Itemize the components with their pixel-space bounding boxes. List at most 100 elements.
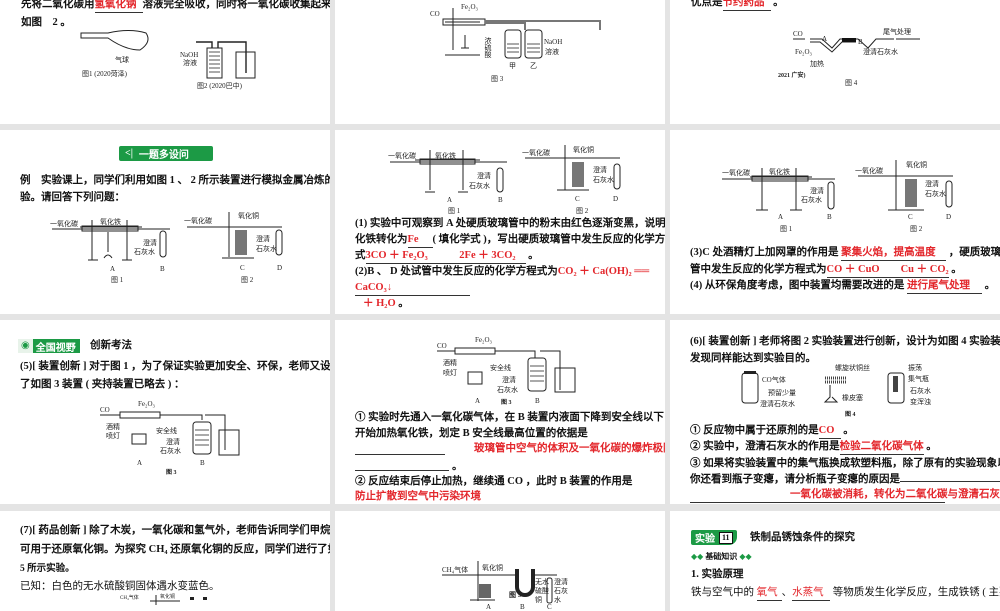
figures-1-2: 一氧化碳 氧化铁 澄清 石灰水 A B 图 1 一氧化碳 氧化铜 澄清 石灰水 … <box>388 145 621 215</box>
svg-text:澄清: 澄清 <box>810 186 824 195</box>
svg-text:NaOH: NaOH <box>544 38 562 46</box>
slide-5[interactable]: 一氧化碳 氧化铁 澄清 石灰水 A B 图 1 一氧化碳 氧化铜 澄清 石灰水 … <box>335 130 665 314</box>
figures-1-2: 一氧化碳 氧化铁 澄清 石灰水 A B 图 1 一氧化碳 氧化铜 澄清 石灰水 … <box>722 160 953 233</box>
figure-3-apparatus: CO Fe₂O₃ 浓硫酸 甲 乙 NaOH 溶液 图 3 <box>430 3 601 83</box>
svg-text:图 2: 图 2 <box>241 276 254 284</box>
svg-text:喷灯: 喷灯 <box>443 368 457 377</box>
section-badge: <|一题多设问 <box>119 146 213 161</box>
svg-text:橡皮塞: 橡皮塞 <box>842 393 863 402</box>
section-title: 创新考法 <box>90 340 132 351</box>
figure-5-partial: CH₄气体 氧化铜 <box>120 593 207 605</box>
svg-text:一氧化碳: 一氧化碳 <box>722 168 750 177</box>
svg-text:A: A <box>137 459 142 467</box>
text-line: 如图 2 。 <box>21 17 71 28</box>
svg-text:甲: 甲 <box>509 62 516 70</box>
answer-blank <box>690 502 945 503</box>
answer-text: 玻璃管中空气的体积及一氧化碳的爆炸极限 <box>474 443 665 454</box>
svg-text:一氧化碳: 一氧化碳 <box>522 148 550 157</box>
svg-text:CO气体: CO气体 <box>762 375 786 384</box>
eye-icon: ◉ <box>18 339 33 353</box>
svg-text:石灰水: 石灰水 <box>925 189 946 198</box>
svg-text:C: C <box>575 195 580 203</box>
slide-3[interactable]: 优点是节约药品 。 CO A B 尾气处理 Fe₂O₃ 澄清石灰水 加热 202… <box>670 0 1000 124</box>
svg-text:图1 (2020菏泽): 图1 (2020菏泽) <box>82 69 128 78</box>
question-7-line3: 5 所示实验。 <box>20 564 75 574</box>
svg-text:Fe₂O₃: Fe₂O₃ <box>138 400 155 408</box>
svg-text:CO: CO <box>437 342 447 350</box>
question-2: (2)B 、 D 处试管中发生反应的化学方程式为CO₂ ＋ Ca(OH)₂ ══ <box>355 266 650 277</box>
section-heading: 1. 实验原理 <box>691 569 744 580</box>
question-1: (1) 实验中可观察到 A 处硬质玻璃管中的粉末由红色逐渐变黑，说明氧 <box>355 218 665 229</box>
svg-text:图 3: 图 3 <box>166 468 177 476</box>
svg-text:石灰: 石灰 <box>554 586 568 595</box>
svg-text:CO: CO <box>430 10 440 18</box>
svg-text:无水: 无水 <box>535 577 549 586</box>
svg-text:B: B <box>498 196 503 204</box>
text-line: 优点是节约药品 。 <box>691 0 784 11</box>
svg-text:振荡: 振荡 <box>908 363 922 372</box>
slide-12[interactable]: 实验 11 铁制品锈蚀条件的探究 ◆◆ 基础知识 ◆◆ 1. 实验原理 铁与空气… <box>670 511 1000 611</box>
svg-text:图2 (2020巴中): 图2 (2020巴中) <box>197 81 243 90</box>
share-icon: <| <box>125 148 133 159</box>
svg-text:A: A <box>486 603 491 611</box>
svg-text:2021 广安): 2021 广安) <box>778 71 806 79</box>
figure-balloon: 气球 图1 (2020菏泽) NaOH 溶液 图2 (2020巴中) <box>80 30 256 90</box>
svg-text:石灰水: 石灰水 <box>160 446 181 455</box>
svg-text:澄清: 澄清 <box>925 179 939 188</box>
svg-text:一氧化碳: 一氧化碳 <box>184 216 212 225</box>
svg-text:氧化铜: 氧化铜 <box>573 145 594 154</box>
svg-text:B: B <box>200 459 205 467</box>
figure-3-apparatus: CO Fe₂O₃ 酒精 喷灯 安全线 澄清 石灰水 A B 图 3 <box>437 336 576 406</box>
slide-8[interactable]: CO Fe₂O₃ 酒精 喷灯 安全线 澄清 石灰水 A B 图 3 ① 实验时先… <box>335 320 665 504</box>
svg-text:浓硫酸: 浓硫酸 <box>484 36 492 59</box>
slide-10[interactable]: (7)[ 药品创新 ] 除了木炭，一氧化碳和氢气外，老师告诉同学们甲烷也 可用于… <box>0 511 330 611</box>
svg-text:加热: 加热 <box>810 59 824 68</box>
svg-text:NaOH: NaOH <box>180 51 198 59</box>
svg-text:硫酸: 硫酸 <box>535 586 549 595</box>
svg-text:一氧化碳: 一氧化碳 <box>388 151 416 160</box>
basic-knowledge-heading: ◆◆ 基础知识 ◆◆ <box>691 552 752 561</box>
principle-text: 铁与空气中的 氧气、水蒸气 等物质发生化学反应，生成铁锈 ( 主要 <box>691 586 1000 601</box>
svg-text:图 1: 图 1 <box>780 225 793 233</box>
svg-text:一氧化碳: 一氧化碳 <box>855 166 883 175</box>
svg-text:Fe₂O₃: Fe₂O₃ <box>475 336 492 344</box>
svg-text:溶液: 溶液 <box>545 47 559 56</box>
svg-text:氧化铁: 氧化铁 <box>435 151 456 160</box>
svg-text:螺旋状铜丝: 螺旋状铜丝 <box>835 363 870 372</box>
slide-9[interactable]: (6)[ 装置创新 ] 老师将图 2 实验装置进行创新，设计为如图 4 实验装置… <box>670 320 1000 504</box>
question-4: (4) 从环保角度考虑，图中装置均需要改进的是 进行尾气处理 。 <box>690 279 995 294</box>
slide-4[interactable]: <|一题多设问 例 实验课上，同学们利用如图 1 、 2 所示装置进行模拟金属冶… <box>0 130 330 314</box>
answer-blank <box>355 470 449 471</box>
svg-text:安全线: 安全线 <box>156 426 177 435</box>
svg-text:集气瓶: 集气瓶 <box>908 374 929 383</box>
slide-7[interactable]: ◉全国视野 创新考法 (5)[ 装置创新 ] 对于图 1 ，为了保证实验更加安全… <box>0 320 330 504</box>
svg-text:气球: 气球 <box>115 55 129 64</box>
question-5-2: ② 反应结束后停止加热，继续通 CO ，此时 B 装置的作用是 <box>355 476 633 487</box>
figure-4-apparatus: CO A B 尾气处理 Fe₂O₃ 澄清石灰水 加热 2021 广安) 图 4 <box>778 27 920 87</box>
slide-6[interactable]: 一氧化碳 氧化铁 澄清 石灰水 A B 图 1 一氧化碳 氧化铜 澄清 石灰水 … <box>670 130 1000 314</box>
svg-text:图 1: 图 1 <box>448 207 461 215</box>
svg-text:澄清: 澄清 <box>143 238 157 247</box>
svg-text:澄清石灰水: 澄清石灰水 <box>863 47 898 56</box>
svg-text:石灰水: 石灰水 <box>256 244 277 253</box>
question-5-line2: 了如图 3 装置 ( 夹持装置已略去 ) ： <box>20 379 185 390</box>
slide-2[interactable]: CO Fe₂O₃ 浓硫酸 甲 乙 NaOH 溶液 图 3 <box>335 0 665 124</box>
svg-text:A: A <box>778 213 783 221</box>
question-6: (6)[ 装置创新 ] 老师将图 2 实验装置进行创新，设计为如图 4 实验装置… <box>690 336 1000 347</box>
svg-text:C: C <box>547 603 552 611</box>
svg-text:石灰水: 石灰水 <box>593 175 614 184</box>
svg-text:溶液: 溶液 <box>183 58 197 67</box>
question-6-line2: 发现同样能达到实验目的。 <box>690 353 816 364</box>
question-5-2-answer: 防止扩散到空气中污染环境 <box>355 490 481 504</box>
slide-11[interactable]: CH₄气体 氧化铜 无水 硫酸 铜 澄清 石灰 水 图 5 A B C <box>335 511 665 611</box>
svg-text:图 4: 图 4 <box>845 410 856 418</box>
svg-text:石灰水: 石灰水 <box>801 195 822 204</box>
answer-part-1: 防止扩散到空 <box>355 491 418 502</box>
svg-text:Fe₂O₃: Fe₂O₃ <box>795 48 812 56</box>
question-7-line2: 可用于还原氧化铜。为探究 CH₄ 还原氧化铜的反应，同学们进行了如图 <box>20 544 330 555</box>
slide-1[interactable]: 先将二氧化碳用氢氧化钠溶液完全吸收，同时将一氧化碳收集起来， 如图 2 。 气球… <box>0 0 330 124</box>
svg-text:D: D <box>946 213 951 221</box>
question-6-2: ② 实验中，澄清石灰水的作用是检验二氧化碳气体 。 <box>690 440 937 455</box>
svg-text:乙: 乙 <box>530 62 537 70</box>
svg-text:尾气处理: 尾气处理 <box>883 27 911 36</box>
